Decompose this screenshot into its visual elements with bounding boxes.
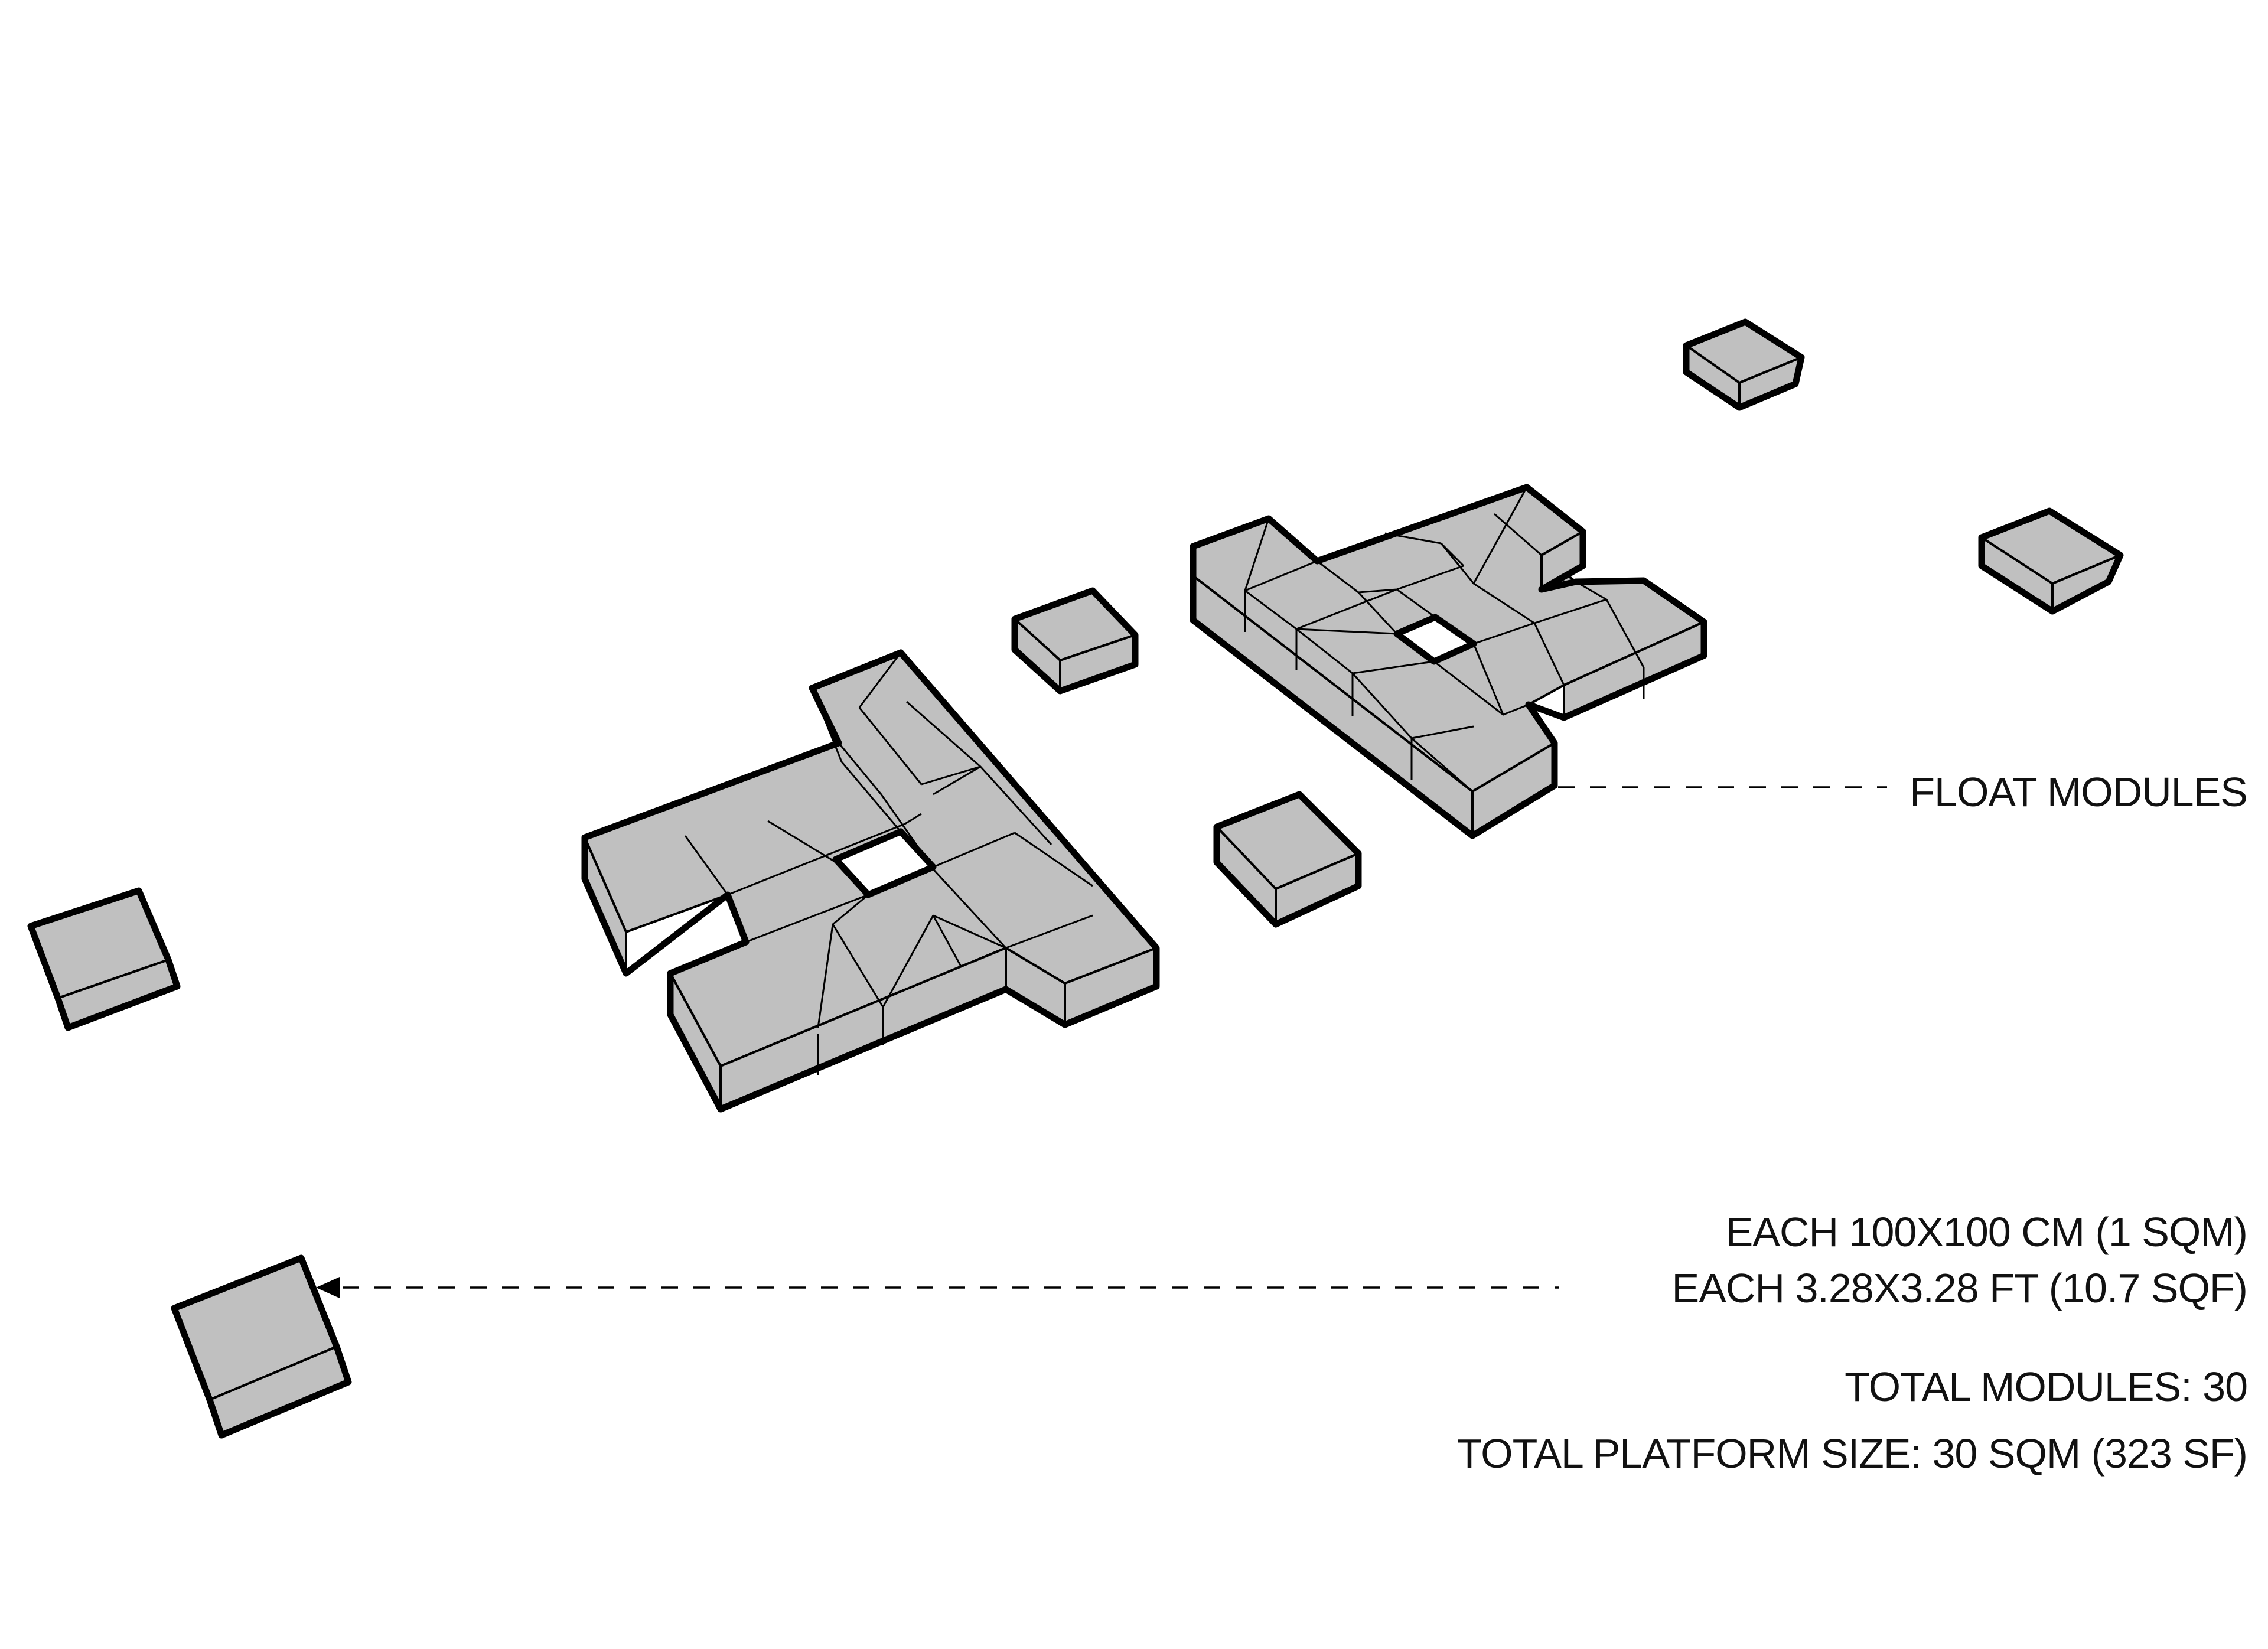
module-outline bbox=[27, 887, 181, 1031]
module-grid-lines bbox=[1244, 487, 1645, 793]
total-modules-label: TOTAL MODULES: 30 bbox=[1845, 1364, 2247, 1410]
module-outline bbox=[1978, 507, 2124, 615]
arrow-head-icon bbox=[316, 1277, 340, 1298]
module-size-metric-label: EACH 100X100 CM (1 SQM) bbox=[1726, 1209, 2247, 1255]
module-outline bbox=[171, 1254, 352, 1439]
platform-outline bbox=[1190, 484, 1707, 839]
module-outline bbox=[1213, 791, 1362, 928]
loose-module bbox=[1011, 587, 1139, 695]
module-size-imperial-label: EACH 3.28X3.28 FT (10.7 SQF) bbox=[1672, 1265, 2247, 1311]
platform-outline bbox=[581, 649, 1160, 1113]
loose-module bbox=[171, 1254, 352, 1439]
loose-module bbox=[27, 887, 181, 1031]
module-outline bbox=[1011, 587, 1139, 695]
module-outline bbox=[1683, 318, 1805, 411]
left-platform bbox=[581, 649, 1160, 1113]
float-modules-label: FLOAT MODULES bbox=[1909, 769, 2247, 815]
loose-module bbox=[1213, 791, 1362, 928]
total-platform-size-label: TOTAL PLATFORM SIZE: 30 SQM (323 SF) bbox=[1457, 1430, 2247, 1477]
loose-module bbox=[1683, 318, 1805, 411]
loose-module bbox=[1978, 507, 2124, 615]
right-platform bbox=[1190, 484, 1707, 839]
